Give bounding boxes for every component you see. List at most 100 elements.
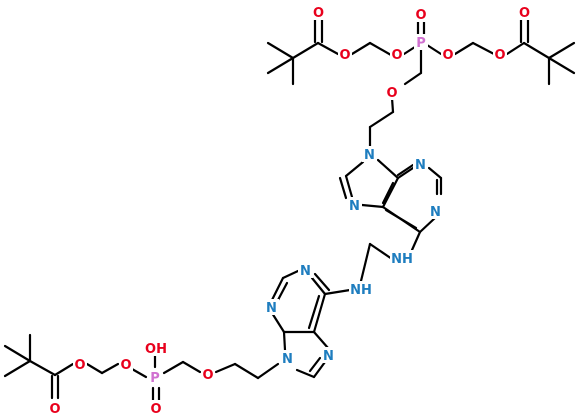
atom-nitrogen: N: [298, 262, 313, 279]
bond: [471, 41, 496, 56]
atom-label: N: [323, 349, 334, 364]
atom-nitrogen: N: [280, 350, 295, 367]
atom-label: NH: [391, 252, 413, 267]
bond: [312, 292, 327, 334]
bond: [344, 160, 365, 178]
bond: [295, 368, 316, 379]
atom-nitrogen: N: [347, 197, 362, 214]
atom-label: N: [364, 148, 375, 163]
bond: [312, 330, 330, 350]
bond: [307, 294, 321, 330]
bond: [313, 272, 331, 292]
bond: [359, 242, 372, 283]
bond: [316, 41, 340, 56]
bond: [453, 41, 475, 56]
bond: [350, 41, 372, 56]
bond: [390, 96, 395, 114]
bonds-layer: [3, 18, 576, 403]
bond: [308, 356, 322, 373]
atom-oxygen: O: [201, 366, 215, 383]
bond: [3, 344, 32, 363]
bond: [368, 41, 393, 57]
atom-label: N: [300, 264, 311, 279]
atom-label: O: [49, 402, 60, 417]
bond: [427, 166, 443, 180]
bond: [181, 360, 202, 374]
atom-nitrogen: N: [362, 146, 377, 163]
bond: [384, 208, 418, 230]
atom-label: O: [313, 6, 324, 21]
atom-nitrogen: N: [413, 156, 428, 173]
atom-amine: NH: [390, 250, 414, 267]
bond: [323, 288, 352, 296]
bond: [410, 230, 422, 252]
atom-oxygen: O: [385, 84, 399, 101]
bond: [376, 158, 400, 180]
bond: [233, 362, 260, 380]
atom-label: O: [391, 48, 402, 63]
atom-phosphorus: P: [414, 34, 428, 51]
bond: [368, 110, 395, 129]
bond: [270, 276, 285, 302]
bond: [100, 362, 120, 375]
atom-amine: NH: [349, 281, 373, 298]
bond: [547, 41, 576, 60]
atom-label: N: [430, 205, 441, 220]
bond: [381, 176, 400, 209]
bond: [162, 360, 185, 375]
bond: [522, 41, 551, 60]
atom-oxygen: O: [119, 356, 133, 373]
atom-label: O: [120, 358, 131, 373]
atom-oxygen: O: [390, 46, 404, 63]
bond: [360, 203, 385, 209]
atom-oxygen: O: [73, 356, 87, 373]
bond: [53, 362, 75, 377]
bond: [396, 166, 415, 180]
bond: [282, 330, 287, 352]
bond: [368, 242, 394, 261]
bond: [291, 41, 320, 60]
bond: [403, 71, 423, 86]
atom-oxygen: O: [517, 4, 531, 21]
atom-label: O: [442, 48, 453, 63]
bond: [312, 360, 327, 379]
atom-label: O: [339, 48, 350, 63]
bond: [418, 216, 437, 234]
atom-label: N: [415, 158, 426, 173]
bond: [266, 56, 295, 75]
atom-label: P: [416, 36, 426, 51]
bond: [85, 362, 104, 375]
atom-label: O: [415, 8, 426, 23]
atom-phosphorus: P: [148, 369, 162, 386]
atom-label: O: [519, 6, 530, 21]
bond: [266, 41, 295, 60]
bond: [270, 311, 286, 334]
atom-labels-layer: O O O O P O O O O N N N N NH NH N N N N …: [48, 4, 531, 417]
bond: [256, 362, 280, 380]
atom-oxygen: O: [338, 46, 352, 63]
atom-nitrogen: N: [321, 347, 336, 364]
bond: [276, 281, 289, 302]
bond: [505, 41, 526, 56]
bond: [547, 56, 576, 75]
atom-label: N: [266, 301, 277, 316]
bond: [130, 367, 148, 379]
atom-label: O: [386, 86, 397, 101]
bond: [425, 43, 443, 56]
bond: [281, 269, 300, 280]
bond: [344, 174, 354, 199]
atom-oxygen: O: [493, 46, 507, 63]
atom-oxygen: O: [48, 400, 62, 417]
atom-label: P: [150, 371, 160, 386]
bond: [338, 176, 348, 200]
bond: [396, 163, 415, 177]
bond: [214, 362, 237, 374]
bond: [310, 276, 327, 296]
bond: [28, 359, 57, 377]
atom-nitrogen: N: [264, 299, 279, 316]
atom-label: O: [74, 358, 85, 373]
atom-hydroxyl: OH: [145, 340, 167, 357]
bond: [3, 359, 32, 378]
